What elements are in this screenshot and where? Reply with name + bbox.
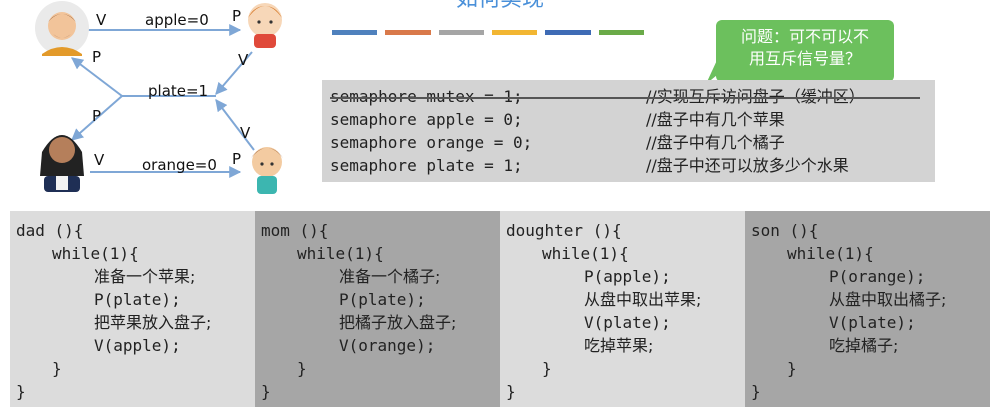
son-p-label: P xyxy=(232,150,242,168)
code-line: 准备一个橘子; xyxy=(339,267,441,286)
arrow-son-plate xyxy=(215,99,255,151)
semaphore-decl: semaphore plate = 1; xyxy=(330,156,523,175)
code-line: 吃掉橘子; xyxy=(829,336,899,355)
code-loop: while(1){ xyxy=(52,244,139,263)
mom-v-label: V xyxy=(94,151,105,169)
code-line: P(plate); xyxy=(94,290,181,309)
slide-title: 如何实现 xyxy=(400,0,600,14)
code-loop: while(1){ xyxy=(542,244,629,263)
daughter-v-label: V xyxy=(238,51,249,69)
code-header: mom (){ xyxy=(261,221,329,240)
code-close: } xyxy=(542,359,552,378)
dad-p-label: P xyxy=(92,48,102,66)
code-line: P(orange); xyxy=(829,267,926,286)
code-close: } xyxy=(751,382,761,401)
code-header: son (){ xyxy=(751,221,819,240)
orange-label: orange=0 xyxy=(142,156,217,174)
semaphore-comment: //实现互斥访问盘子（缓冲区） xyxy=(646,86,865,108)
code-loop: while(1){ xyxy=(787,244,874,263)
color-bar xyxy=(332,30,644,35)
mom-code-panel: mom (){ while(1){ 准备一个橘子; P(plate); 把橘子放… xyxy=(255,211,500,407)
code-line: P(apple); xyxy=(584,267,671,286)
code-line: V(apple); xyxy=(94,336,181,355)
plate-label: plate=1 xyxy=(148,82,209,100)
semaphore-comment: //盘子中还可以放多少个水果 xyxy=(646,156,849,175)
code-close: } xyxy=(787,359,797,378)
code-line: 把苹果放入盘子; xyxy=(94,313,212,332)
color-swatch xyxy=(491,30,538,35)
question-bubble: 问题：可不可以不 用互斥信号量？ xyxy=(716,20,894,82)
daughter-p-label: P xyxy=(232,7,242,25)
semaphore-decl: semaphore apple = 0; xyxy=(330,110,523,129)
code-close: } xyxy=(297,359,307,378)
dad-code-panel: dad (){ while(1){ 准备一个苹果; P(plate); 把苹果放… xyxy=(10,211,255,407)
process-diagram: V apple=0 P P V plate=1 P V V orange=0 P xyxy=(0,0,320,205)
son-code-panel: son (){ while(1){ P(orange); 从盘中取出橘子; V(… xyxy=(745,211,990,407)
mom-p-label: P xyxy=(92,107,102,125)
semaphore-declarations: semaphore mutex = 1; //实现互斥访问盘子（缓冲区） sem… xyxy=(322,80,935,182)
code-line: V(orange); xyxy=(339,336,436,355)
bubble-line-1: 问题：可不可以不 xyxy=(740,27,869,46)
code-line: 吃掉苹果; xyxy=(584,336,654,355)
code-header: dad (){ xyxy=(16,221,84,240)
code-line: 把橘子放入盘子; xyxy=(339,313,457,332)
semaphore-decl: semaphore orange = 0; xyxy=(330,133,533,152)
daughter-avatar-icon xyxy=(248,3,282,48)
arrow-daughter-plate xyxy=(215,51,253,95)
apple-label: apple=0 xyxy=(145,11,209,29)
code-close: } xyxy=(506,382,516,401)
daughter-code-panel: doughter (){ while(1){ P(apple); 从盘中取出苹果… xyxy=(500,211,745,407)
code-close: } xyxy=(52,359,62,378)
code-line: V(plate); xyxy=(584,313,671,332)
semaphore-comment: //盘子中有几个橘子 xyxy=(646,133,785,152)
son-avatar-icon xyxy=(251,147,283,194)
color-swatch xyxy=(545,30,591,35)
color-swatch xyxy=(332,30,378,35)
semaphore-comment: //盘子中有几个苹果 xyxy=(646,110,785,129)
code-line: 准备一个苹果; xyxy=(94,267,196,286)
code-close: } xyxy=(16,382,26,401)
semaphore-decl: semaphore mutex = 1; xyxy=(330,86,523,108)
code-close: } xyxy=(261,382,271,401)
color-swatch xyxy=(598,30,644,35)
code-line: V(plate); xyxy=(829,313,916,332)
dad-avatar-icon xyxy=(35,1,89,56)
bubble-line-2: 用互斥信号量？ xyxy=(748,49,861,68)
dad-v-label: V xyxy=(96,11,107,29)
code-line: P(plate); xyxy=(339,290,426,309)
arrow-plate-dad xyxy=(71,57,123,97)
code-loop: while(1){ xyxy=(297,244,384,263)
arrow-plate-mom xyxy=(71,95,123,141)
mutex-strikethrough xyxy=(330,97,920,99)
son-v-label: V xyxy=(240,124,251,142)
color-swatch xyxy=(385,30,431,35)
diagram-arrows xyxy=(35,1,283,194)
code-line: 从盘中取出橘子; xyxy=(829,290,947,309)
code-header: doughter (){ xyxy=(506,221,622,240)
color-swatch xyxy=(438,30,484,35)
mom-avatar-icon xyxy=(40,135,84,192)
code-line: 从盘中取出苹果; xyxy=(584,290,702,309)
